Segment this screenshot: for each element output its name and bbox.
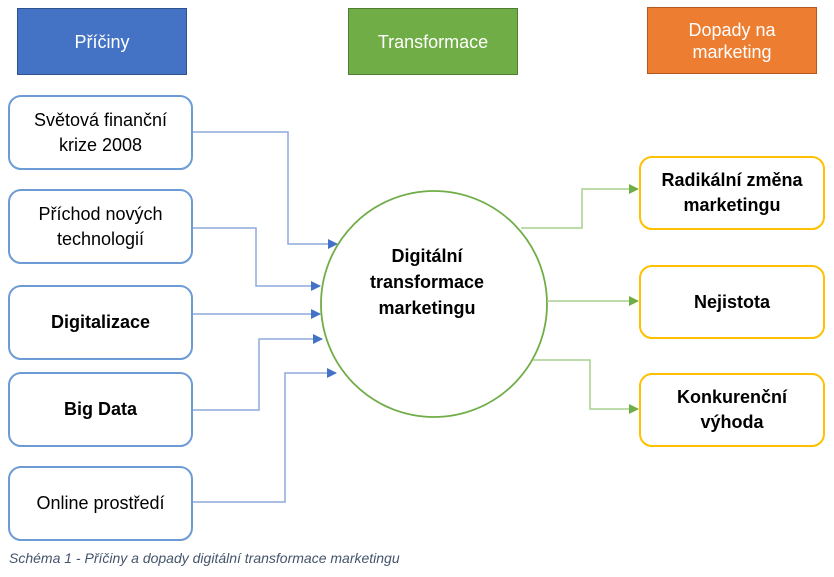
impacts-header-line2: marketing <box>692 41 772 62</box>
connector-cause-2 <box>193 227 321 291</box>
transformation-circle <box>320 190 548 418</box>
transformation-label: Digitální transformace marketingu <box>320 243 534 321</box>
cause-line2: technologií <box>56 228 145 249</box>
effect-box-competitive-advantage: Konkurenční výhoda <box>639 373 825 447</box>
effect-box-uncertainty: Nejistota <box>639 265 825 339</box>
impacts-header-line1: Dopady na <box>688 19 776 40</box>
cause-label: Světová finanční krize 2008 <box>34 108 167 158</box>
cause-line1: Světová finanční <box>33 109 168 130</box>
effect-line2: marketingu <box>683 195 781 215</box>
cause-box-digitalization: Digitalizace <box>8 285 193 360</box>
cause-label: Big Data <box>63 399 137 419</box>
connector-effect-1 <box>521 184 639 229</box>
connector-cause-5 <box>193 368 337 503</box>
connector-cause-1 <box>193 131 338 249</box>
effect-box-radical-change: Radikální změna marketingu <box>639 156 825 230</box>
cause-label: Online prostředí <box>36 493 165 513</box>
effect-label: Radikální změna marketingu <box>661 168 802 218</box>
center-line1: Digitální <box>391 246 463 266</box>
connector-cause-4 <box>193 334 323 411</box>
center-line2: transformace <box>369 272 485 292</box>
impacts-header: Dopady na marketing <box>647 7 817 74</box>
cause-label: Příchod nových technologií <box>38 202 162 252</box>
effect-label: Nejistota <box>693 291 771 312</box>
cause-line2: krize 2008 <box>58 134 143 155</box>
cause-box-online-environment: Online prostředí <box>8 466 193 541</box>
center-line3: marketingu <box>378 298 476 318</box>
impacts-header-label: Dopady na marketing <box>688 19 775 63</box>
causes-header: Příčiny <box>17 8 187 75</box>
cause-box-new-technologies: Příchod nových technologií <box>8 189 193 264</box>
causes-header-label: Příčiny <box>74 31 130 52</box>
cause-box-financial-crisis: Světová finanční krize 2008 <box>8 95 193 170</box>
effect-line1: Radikální změna <box>661 170 803 190</box>
cause-label: Digitalizace <box>50 312 151 332</box>
cause-box-big-data: Big Data <box>8 372 193 447</box>
transformation-header: Transformace <box>348 8 518 75</box>
figure-caption: Schéma 1 - Příčiny a dopady digitální tr… <box>9 550 400 566</box>
effect-label: Konkurenční výhoda <box>677 385 787 435</box>
effect-line1: Konkurenční <box>676 387 787 407</box>
transformation-header-label: Transformace <box>377 31 489 52</box>
effect-line2: výhoda <box>700 412 764 432</box>
cause-line1: Příchod nových <box>38 203 163 224</box>
connector-effect-3 <box>533 359 639 414</box>
